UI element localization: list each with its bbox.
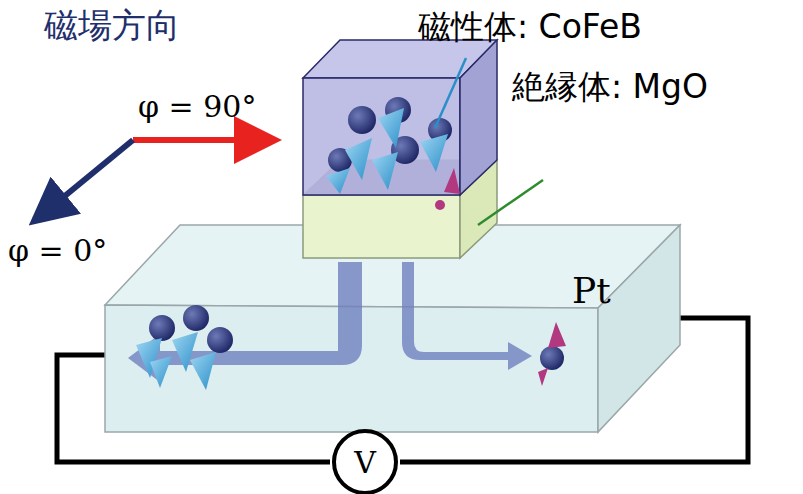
angle-label: φ = 90°	[138, 90, 256, 125]
field-arrow	[133, 137, 270, 143]
heading-label: 磁場方向	[44, 6, 180, 45]
meter-letter: V	[354, 445, 376, 480]
part-label: 絶縁体: MgO	[512, 68, 708, 106]
spin-cluster	[136, 305, 566, 390]
angle-label: φ = 0°	[8, 234, 107, 269]
part-label: Pt	[572, 270, 611, 311]
field-arrow	[38, 140, 133, 218]
voltmeter-symbol: V	[332, 429, 398, 494]
spin-current-arrow	[402, 262, 532, 370]
cofeb-front	[303, 78, 460, 195]
leader-line	[478, 180, 543, 225]
leader-line	[435, 58, 466, 128]
cofeb-side	[460, 40, 497, 195]
pt-side-face	[598, 225, 680, 432]
mgo-front	[303, 195, 460, 258]
part-label: 磁性体: CoFeB	[418, 8, 642, 46]
